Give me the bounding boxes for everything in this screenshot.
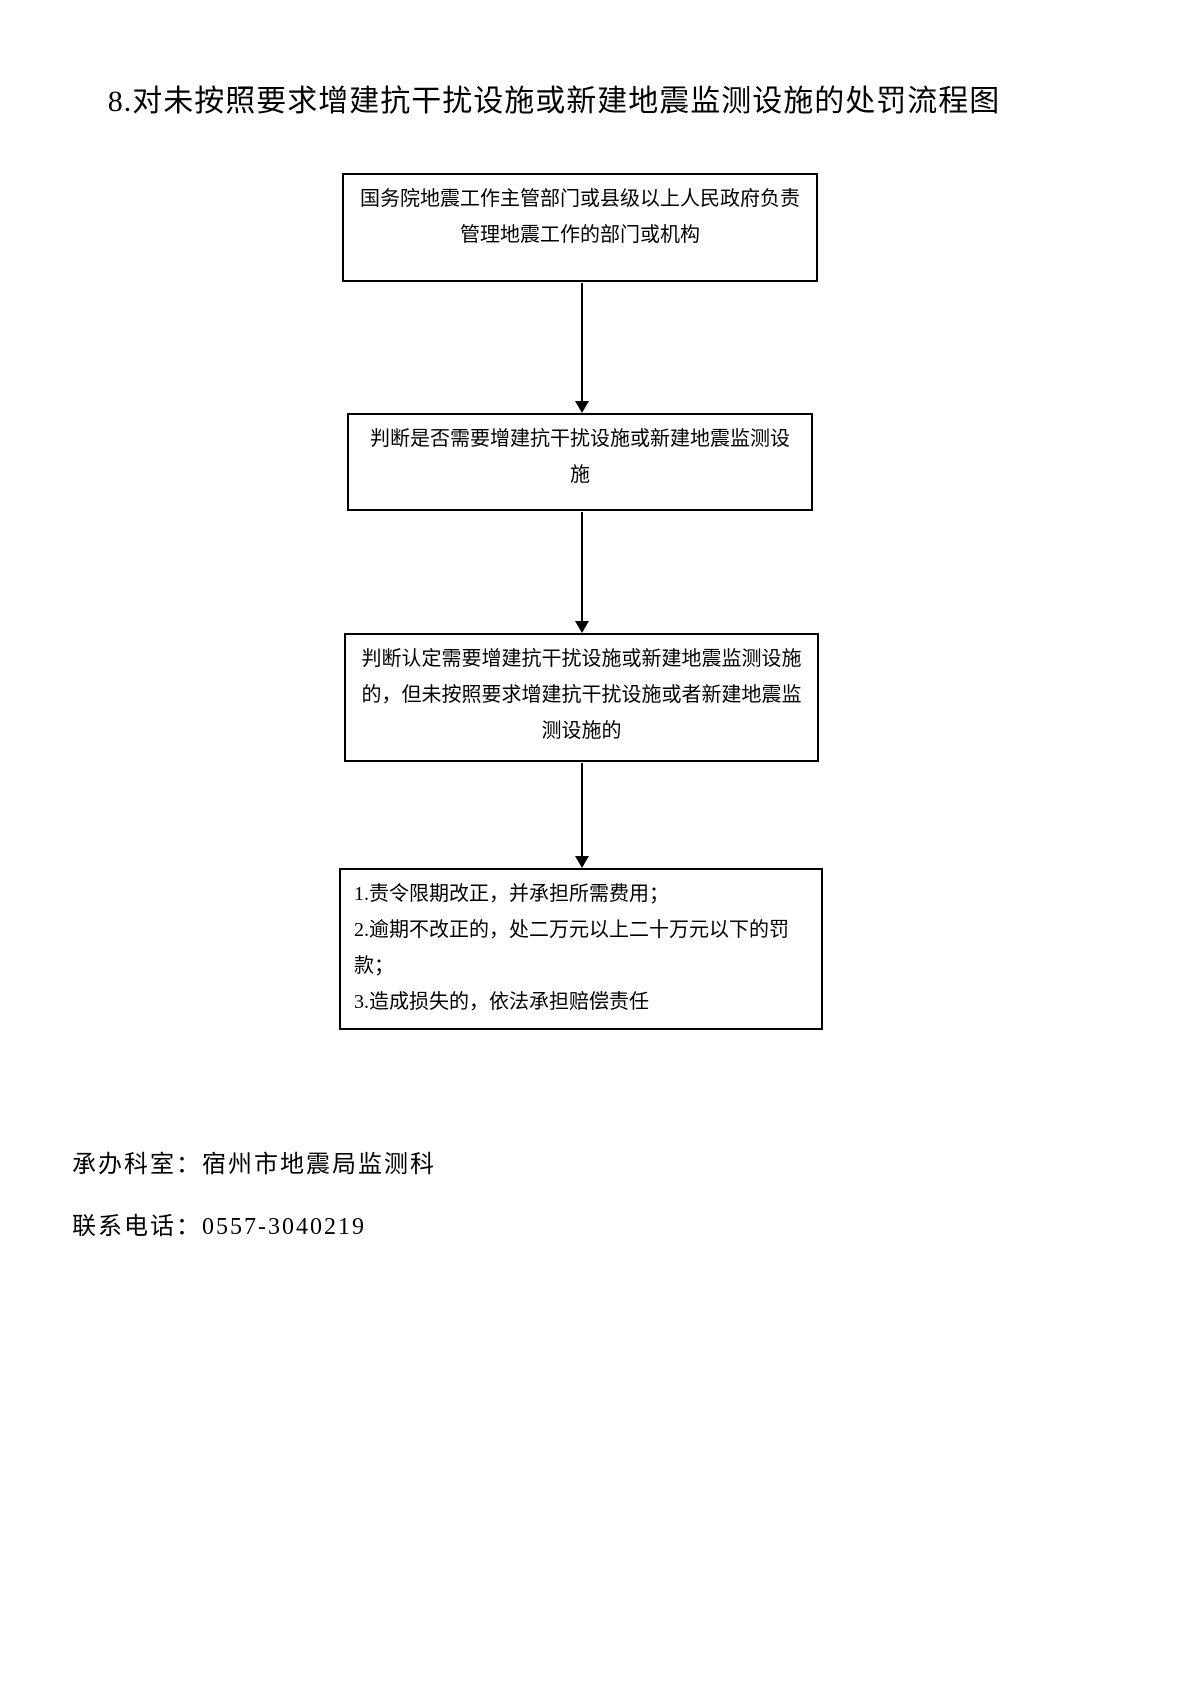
flow-node-judge-violation: 判断认定需要增建抗干扰设施或新建地震监测设施的，但未按照要求增建抗干扰设施或者新… bbox=[344, 633, 819, 762]
arrow-shaft bbox=[581, 512, 583, 622]
flow-node-judge-need: 判断是否需要增建抗干扰设施或新建地震监测设施 bbox=[347, 413, 813, 511]
arrow-shaft bbox=[581, 763, 583, 857]
down-arrow-3 bbox=[575, 763, 589, 868]
arrow-head-icon bbox=[575, 856, 589, 868]
footer-department-line: 承办科室：宿州市地震局监测科 bbox=[72, 1152, 436, 1178]
down-arrow-2 bbox=[575, 512, 589, 633]
flow-node-penalty: 1.责令限期改正，并承担所需费用； 2.逾期不改正的，处二万元以上二十万元以下的… bbox=[339, 868, 823, 1030]
arrow-head-icon bbox=[575, 621, 589, 633]
flow-node-authority: 国务院地震工作主管部门或县级以上人民政府负责管理地震工作的部门或机构 bbox=[342, 173, 818, 282]
arrow-head-icon bbox=[575, 401, 589, 413]
footer-phone-line: 联系电话：0557-3040219 bbox=[72, 1214, 366, 1240]
page-title: 8.对未按照要求增建抗干扰设施或新建地震监测设施的处罚流程图 bbox=[107, 85, 1001, 118]
down-arrow-1 bbox=[575, 283, 589, 413]
arrow-shaft bbox=[581, 283, 583, 402]
